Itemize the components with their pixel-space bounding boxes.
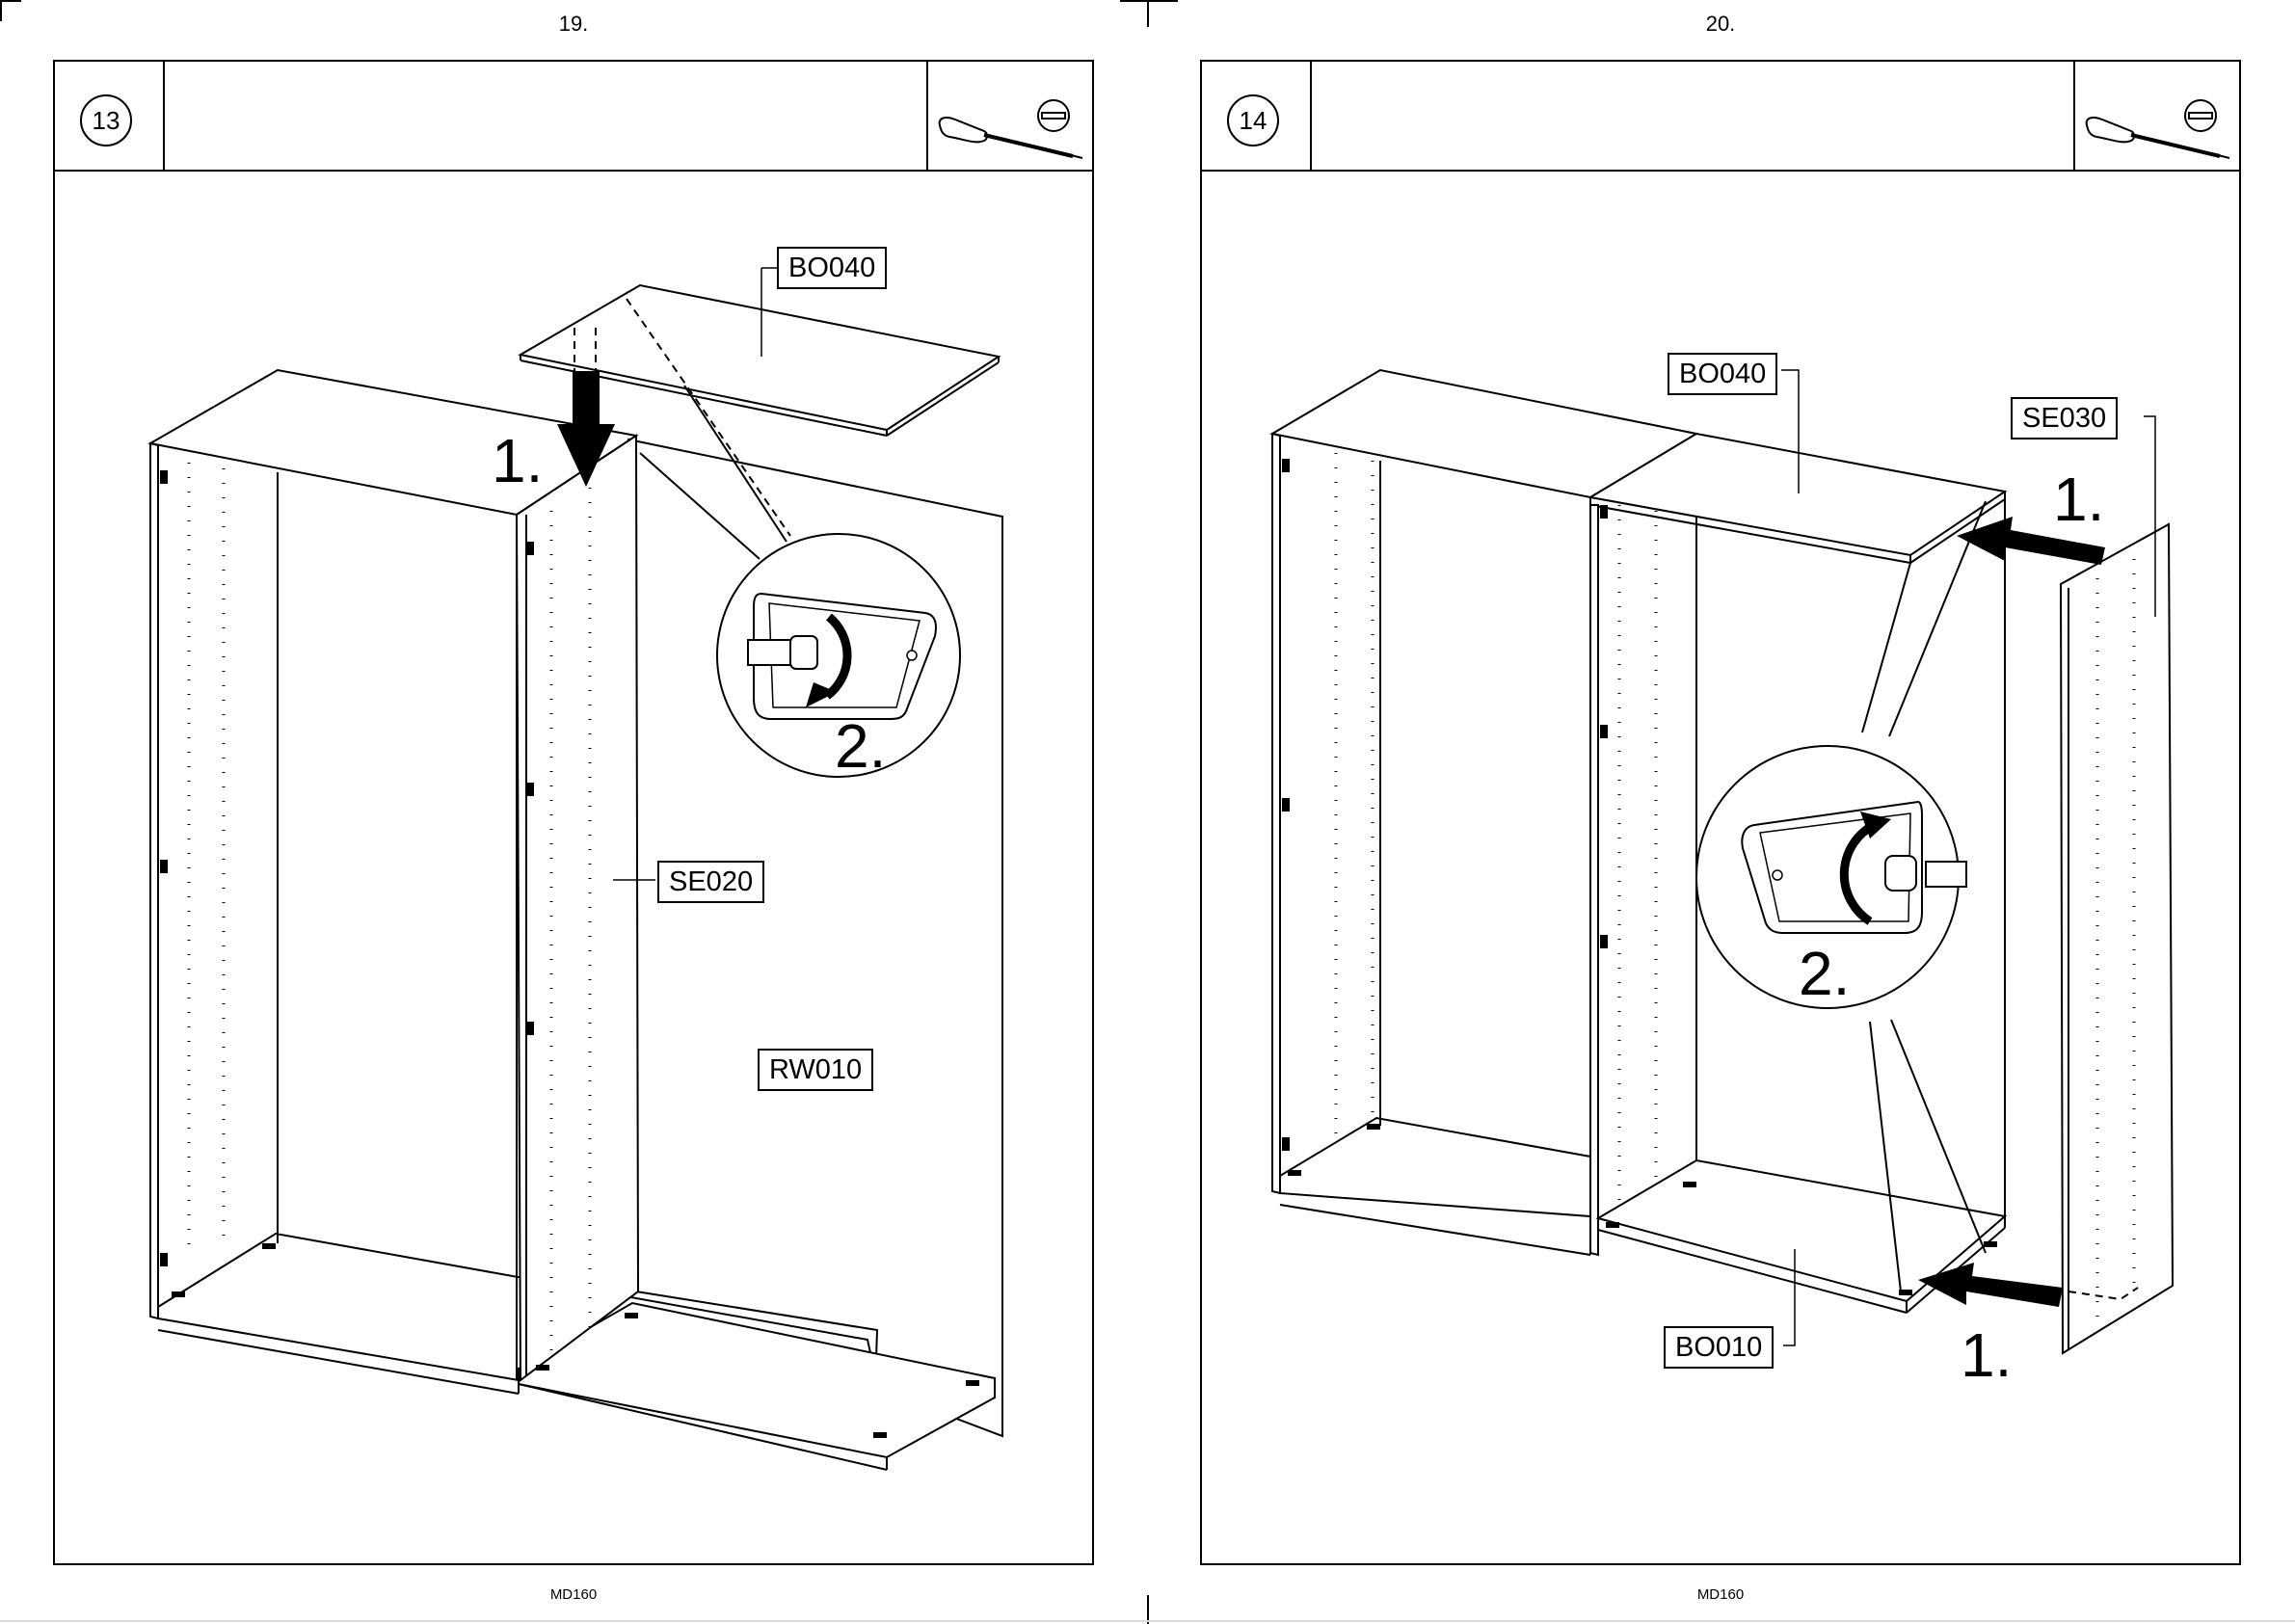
part-label-bo010: BO010 [1664, 1326, 1774, 1369]
part-label-bo040: BO040 [1668, 353, 1777, 395]
callout-step-2: 2. [1799, 943, 1850, 1004]
part-label-se030: SE030 [2011, 397, 2118, 439]
callout-step-1-bottom: 1. [1961, 1324, 2012, 1386]
callout-step-1-top: 1. [2053, 468, 2104, 530]
page-footer: MD160 [1663, 1586, 1778, 1603]
